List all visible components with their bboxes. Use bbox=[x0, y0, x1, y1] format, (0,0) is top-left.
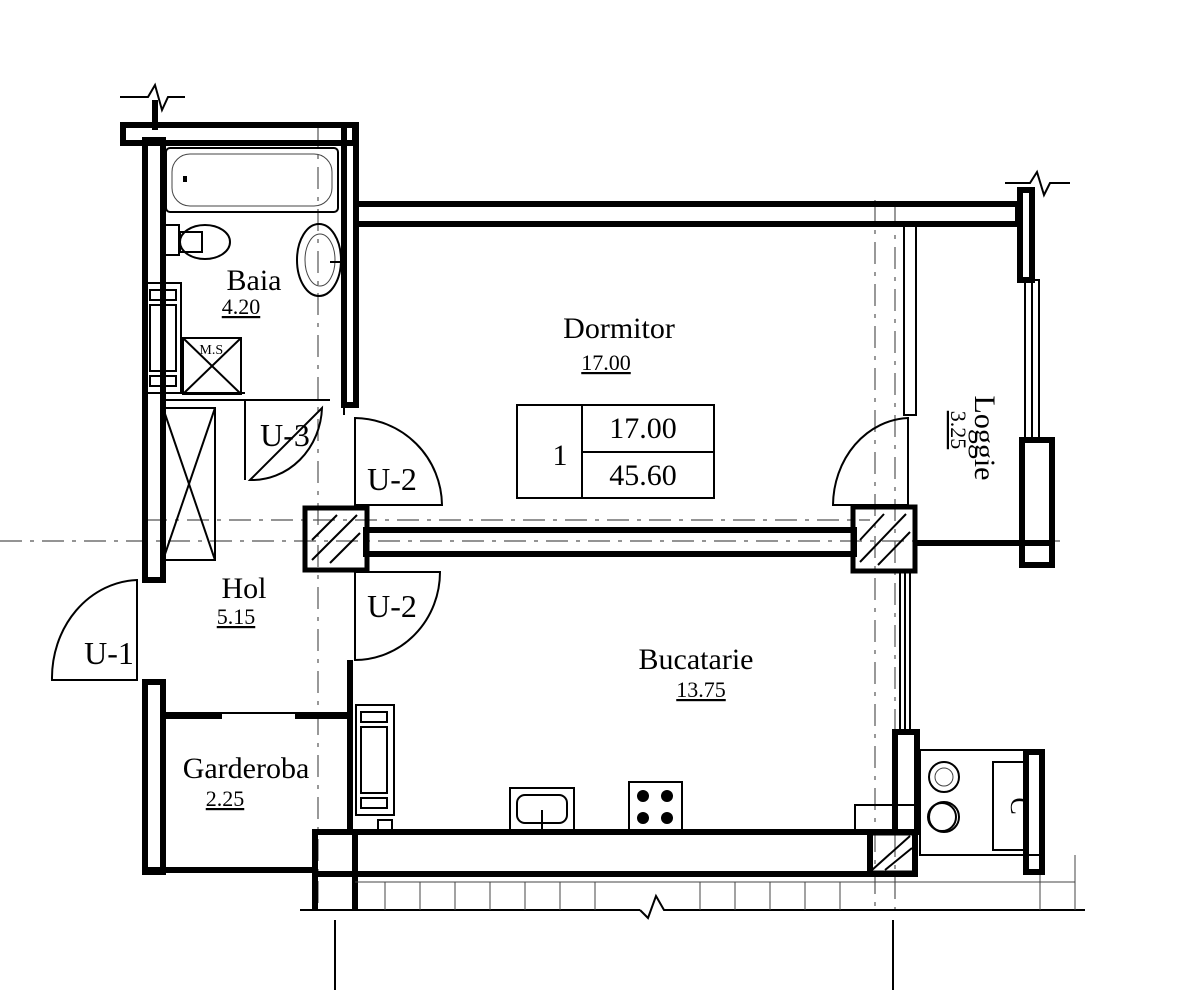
bathtub bbox=[165, 147, 339, 213]
room-name-dormitor: Dormitor bbox=[563, 312, 675, 345]
apartment-index: 1 bbox=[553, 439, 568, 472]
radiator-bath bbox=[144, 282, 182, 394]
stove bbox=[628, 781, 683, 833]
room-area-baia: 4.20 bbox=[222, 294, 261, 319]
room-area-garderoba: 2.25 bbox=[206, 786, 245, 811]
door-label-u1: U-1 bbox=[84, 635, 134, 671]
room-name-garderoba: Garderoba bbox=[183, 752, 310, 785]
door-label-u3: U-3 bbox=[260, 417, 310, 453]
shaft-ms bbox=[182, 337, 242, 395]
room-area-dormitor: 17.00 bbox=[581, 350, 631, 375]
room-garderoba: Garderoba 2.25 bbox=[183, 752, 310, 811]
room-dormitor: Dormitor 17.00 bbox=[563, 312, 675, 375]
living-area-value: 17.00 bbox=[609, 412, 677, 445]
toilet bbox=[164, 224, 231, 260]
room-loggie: Loggie 3.25 bbox=[946, 396, 1001, 481]
room-name-baia: Baia bbox=[227, 264, 282, 297]
washer-dryer bbox=[919, 749, 1045, 875]
balcony-rail-ticks bbox=[384, 855, 1076, 910]
radiator-kitchen bbox=[355, 704, 395, 833]
total-area-value: 45.60 bbox=[609, 459, 677, 492]
columns bbox=[302, 504, 918, 874]
room-area-loggie: 3.25 bbox=[946, 411, 971, 450]
room-baia: Baia 4.20 bbox=[222, 264, 282, 319]
bathroom-sink bbox=[296, 223, 342, 297]
door-swings bbox=[50, 405, 909, 681]
room-bucatarie: Bucatarie 13.75 bbox=[639, 643, 754, 702]
room-name-bucatarie: Bucatarie bbox=[639, 643, 754, 676]
kitchen-sink bbox=[509, 787, 575, 833]
room-hol: Hol 5.15 bbox=[217, 572, 267, 629]
room-name-hol: Hol bbox=[222, 572, 267, 605]
room-name-loggie: Loggie bbox=[968, 396, 1001, 481]
room-area-hol: 5.15 bbox=[217, 604, 256, 629]
walls bbox=[120, 82, 1085, 920]
axis-lines bbox=[0, 125, 1060, 990]
appliance-label-c: C bbox=[1005, 797, 1034, 814]
shaft-label-ms: M.S. bbox=[199, 343, 226, 358]
door-label-u2-bottom: U-2 bbox=[367, 588, 417, 624]
shaft-column bbox=[162, 407, 216, 561]
area-summary-table: 1 17.00 45.60 bbox=[516, 404, 715, 499]
room-area-bucatarie: 13.75 bbox=[676, 677, 726, 702]
loggie-sink bbox=[854, 802, 957, 833]
door-label-u2-top: U-2 bbox=[367, 461, 417, 497]
